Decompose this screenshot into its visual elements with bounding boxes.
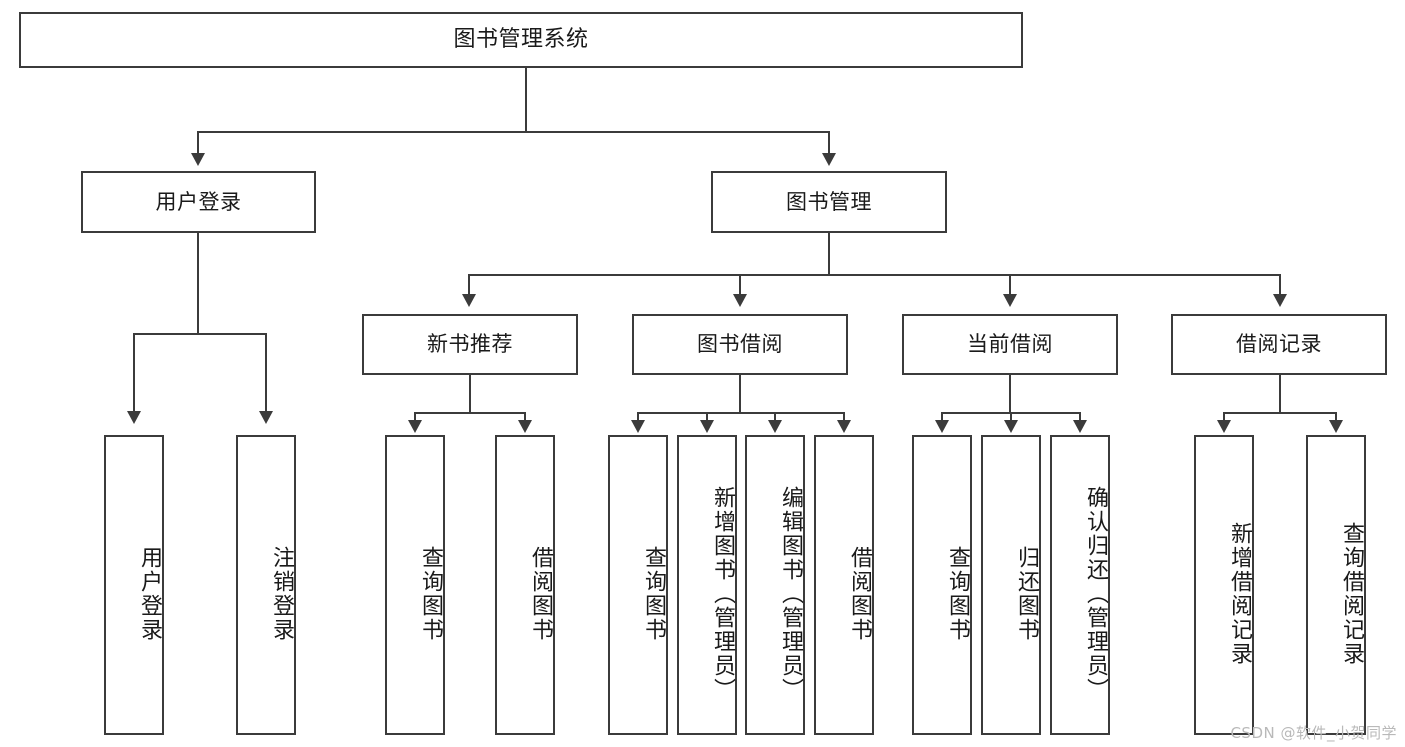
connector-book-borrow-child-1 [637,412,639,421]
node-label: 用户登录 [137,546,162,642]
arrowhead-to-new-book-recommend [462,294,476,307]
connector-book-management-trunk [828,233,830,275]
connector-user-login-trunk [197,233,199,334]
node-book-management[interactable]: 图书管理 [711,171,947,233]
connector-borrow-records-bus [1223,412,1335,414]
arrowhead-to-book-management [822,153,836,166]
connector-current-borrow-trunk [1009,375,1011,413]
node-label: 确认归还（管理员） [1083,486,1108,702]
arrowhead-user-login-child-1 [127,411,141,424]
arrowhead-new-book-child-2 [518,420,532,433]
leaf-new-book-borrow[interactable]: 借阅图书 [495,435,555,735]
node-label: 查询借阅记录 [1339,522,1364,666]
connector-level2-bus [197,131,829,133]
arrowhead-to-book-borrow [733,294,747,307]
arrowhead-current-borrow-child-3 [1073,420,1087,433]
leaf-borrow-records-add[interactable]: 新增借阅记录 [1194,435,1254,735]
connector-current-borrow-child-3 [1079,412,1081,421]
node-label: 图书管理系统 [453,27,589,52]
node-label: 注销登录 [269,546,294,642]
connector-book-borrow-child-3 [774,412,776,421]
node-label: 借阅图书 [847,546,872,642]
connector-to-user-login [197,131,199,155]
arrowhead-user-login-child-2 [259,411,273,424]
arrowhead-to-current-borrow [1003,294,1017,307]
node-label: 图书管理 [786,189,872,214]
node-label: 编辑图书（管理员） [778,486,803,702]
arrowhead-book-borrow-child-4 [837,420,851,433]
arrowhead-book-borrow-child-3 [768,420,782,433]
connector-to-current-borrow [1009,274,1011,296]
connector-borrow-records-child-1 [1223,412,1225,421]
node-label: 新增图书（管理员） [710,486,735,702]
connector-new-book-child-2 [524,412,526,421]
leaf-book-borrow-edit[interactable]: 编辑图书（管理员） [745,435,805,735]
connector-to-new-book-recommend [468,274,470,296]
node-label: 查询图书 [418,546,443,642]
leaf-current-borrow-query[interactable]: 查询图书 [912,435,972,735]
connector-borrow-records-trunk [1279,375,1281,413]
arrowhead-current-borrow-child-2 [1004,420,1018,433]
leaf-current-borrow-confirm-return[interactable]: 确认归还（管理员） [1050,435,1110,735]
watermark-text: CSDN @软件_小贺同学 [1230,724,1397,742]
arrowhead-current-borrow-child-1 [935,420,949,433]
node-label: 新书推荐 [427,332,513,356]
connector-borrow-records-child-2 [1335,412,1337,421]
connector-new-book-trunk [469,375,471,413]
leaf-book-borrow-borrow[interactable]: 借阅图书 [814,435,874,735]
arrowhead-new-book-child-1 [408,420,422,433]
arrowhead-to-user-login [191,153,205,166]
connector-new-book-bus [414,412,524,414]
arrowhead-borrow-records-child-1 [1217,420,1231,433]
connector-level3-bus [468,274,1280,276]
connector-to-book-management [828,131,830,155]
node-label: 新增借阅记录 [1227,522,1252,666]
arrowhead-borrow-records-child-2 [1329,420,1343,433]
node-new-book-recommend[interactable]: 新书推荐 [362,314,578,375]
arrowhead-to-borrow-records [1273,294,1287,307]
connector-user-login-child-1 [133,333,135,413]
leaf-borrow-records-query[interactable]: 查询借阅记录 [1306,435,1366,735]
connector-user-login-child-2 [265,333,267,413]
arrowhead-book-borrow-child-2 [700,420,714,433]
node-label: 用户登录 [155,189,242,214]
node-label: 借阅记录 [1236,332,1322,356]
connector-current-borrow-child-2 [1010,412,1012,421]
connector-book-borrow-child-4 [843,412,845,421]
connector-root-trunk [525,68,527,132]
connector-to-book-borrow [739,274,741,296]
node-label: 借阅图书 [528,546,553,642]
connector-current-borrow-child-1 [941,412,943,421]
node-root-book-management-system[interactable]: 图书管理系统 [19,12,1023,68]
node-user-login[interactable]: 用户登录 [81,171,316,233]
connector-book-borrow-child-2 [706,412,708,421]
node-current-borrow[interactable]: 当前借阅 [902,314,1118,375]
leaf-user-login-logout[interactable]: 注销登录 [236,435,296,735]
node-label: 归还图书 [1014,546,1039,642]
connector-to-borrow-records [1279,274,1281,296]
leaf-current-borrow-return[interactable]: 归还图书 [981,435,1041,735]
node-label: 查询图书 [641,546,666,642]
leaf-book-borrow-add[interactable]: 新增图书（管理员） [677,435,737,735]
connector-book-borrow-bus [637,412,843,414]
arrowhead-book-borrow-child-1 [631,420,645,433]
node-label: 当前借阅 [967,332,1053,356]
leaf-book-borrow-query[interactable]: 查询图书 [608,435,668,735]
leaf-user-login-login[interactable]: 用户登录 [104,435,164,735]
node-label: 图书借阅 [697,332,783,356]
node-label: 查询图书 [945,546,970,642]
connector-book-borrow-trunk [739,375,741,413]
connector-new-book-child-1 [414,412,416,421]
leaf-new-book-query[interactable]: 查询图书 [385,435,445,735]
node-book-borrow[interactable]: 图书借阅 [632,314,848,375]
node-borrow-records[interactable]: 借阅记录 [1171,314,1387,375]
connector-user-login-bus [133,333,265,335]
